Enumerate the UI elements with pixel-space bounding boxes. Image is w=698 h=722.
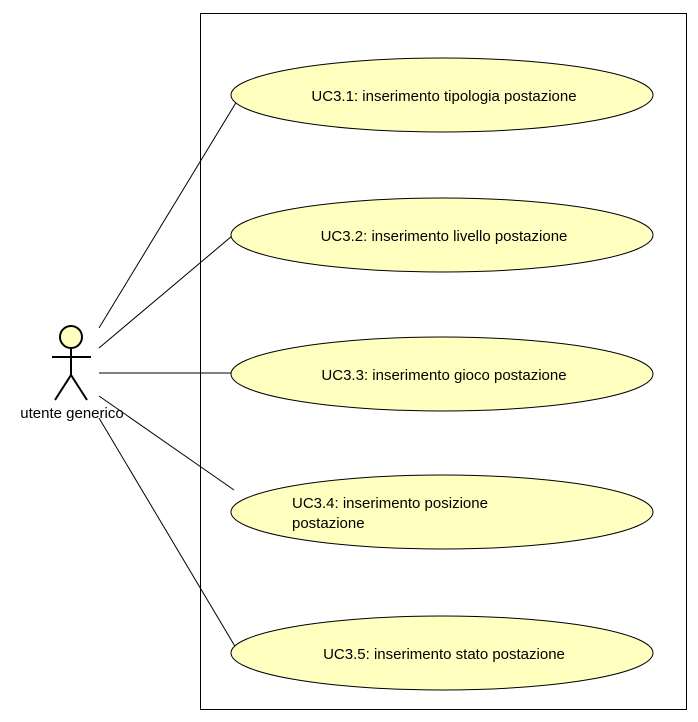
use-case-ellipse [230,57,654,133]
use-case-ellipse [230,474,654,550]
actor-stick-figure [52,325,91,401]
use-case-label: UC3.3: inserimento gioco postazione [321,367,566,384]
actor-label: utente generico [20,405,123,422]
use-case-label: UC3.5: inserimento stato postazione [323,646,565,663]
use-case-ellipse [230,197,654,273]
associations [98,100,238,649]
use-case-label: UC3.2: inserimento livello postazione [321,228,568,245]
association-uc34 [98,395,235,491]
actor-head [59,325,83,349]
use-case-uc32[interactable]: UC3.2: inserimento livello postazione [230,197,654,273]
use-case-label-line-2: postazione [292,515,365,532]
use-case-label-line-1: UC3.4: inserimento posizione [292,495,488,512]
use-case-uc33[interactable]: UC3.3: inserimento gioco postazione [230,336,654,412]
association-uc31 [98,100,238,329]
association-uc32 [98,235,233,349]
use-case-ellipse [230,336,654,412]
use-case-uc34[interactable]: UC3.4: inserimento posizione postazione [230,474,654,550]
use-case-uc35[interactable]: UC3.5: inserimento stato postazione [230,615,654,691]
association-uc35 [98,417,237,649]
actor-right-leg [70,374,88,401]
use-case-uc31[interactable]: UC3.1: inserimento tipologia postazione [230,57,654,133]
use-case-ellipse [230,615,654,691]
use-case-label: UC3.1: inserimento tipologia postazione [311,88,576,105]
actor-left-leg [54,374,72,401]
